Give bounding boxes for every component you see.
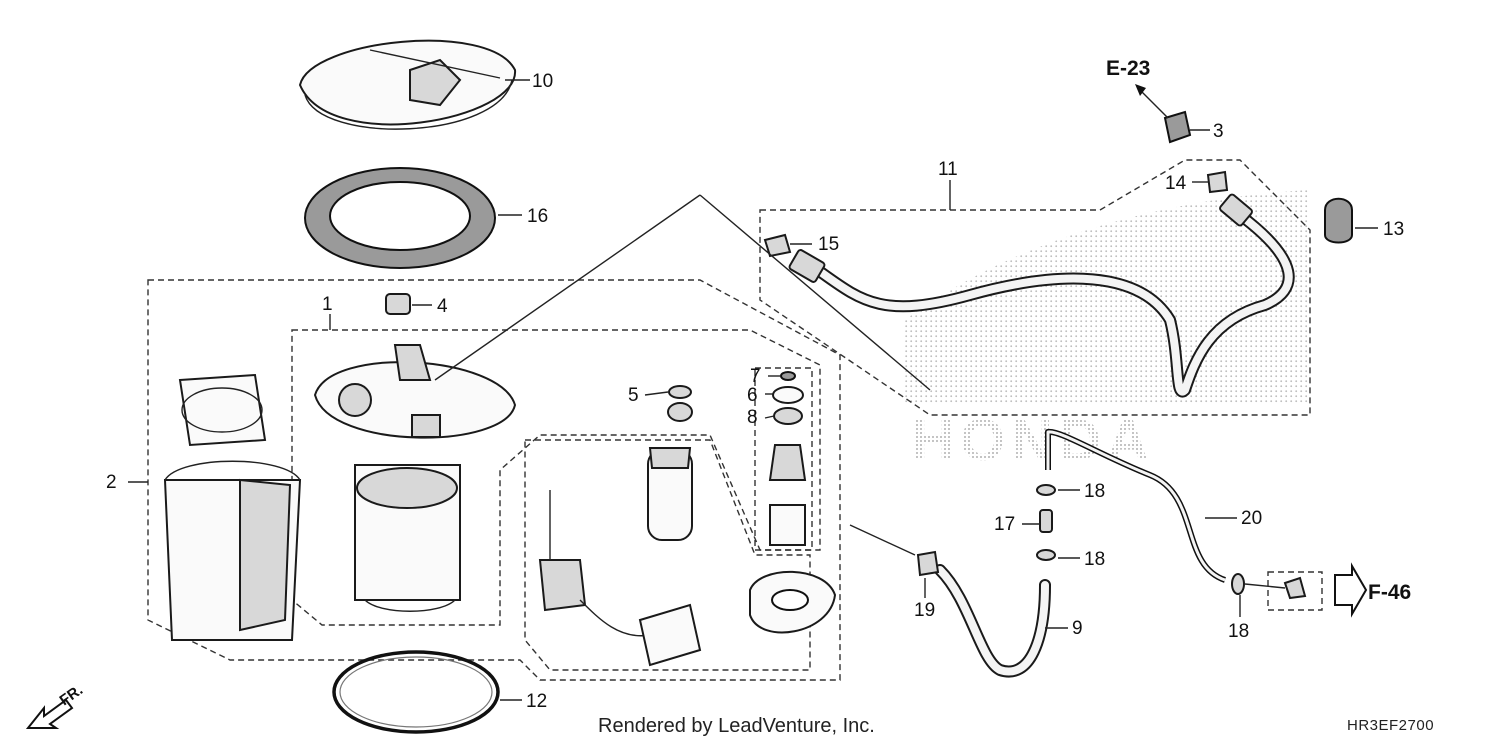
callout-11: 11 xyxy=(938,159,958,180)
callout-18-lower: 18 xyxy=(1084,549,1105,570)
callout-7: 7 xyxy=(750,366,761,387)
part-12-o-ring xyxy=(332,650,500,734)
ref-e23: E-23 xyxy=(1106,57,1150,80)
callout-6: 6 xyxy=(747,385,758,406)
part-10-tank-cover xyxy=(298,39,517,130)
callout-18-upper: 18 xyxy=(1084,481,1105,502)
part-20-tube xyxy=(1036,428,1307,600)
callout-labels: 1 2 3 4 5 6 7 8 9 10 11 12 13 14 15 16 1… xyxy=(106,71,1404,712)
front-direction: FR. xyxy=(25,681,86,729)
callout-5: 5 xyxy=(628,385,639,406)
part-9-return-hose xyxy=(916,550,1051,678)
part-11-fuel-hose xyxy=(788,193,1295,398)
callout-20: 20 xyxy=(1241,508,1262,529)
honda-watermark: HONDA xyxy=(905,190,1310,473)
ref-arrow-icon xyxy=(1334,562,1368,618)
callout-4: 4 xyxy=(437,296,448,317)
callout-14: 14 xyxy=(1165,173,1187,194)
callout-9: 9 xyxy=(1072,618,1083,639)
ref-f46: F-46 xyxy=(1368,581,1411,604)
callout-16: 16 xyxy=(527,206,548,227)
clips-and-clamps xyxy=(763,110,1353,258)
callout-13: 13 xyxy=(1383,219,1404,240)
part-16-set-ring xyxy=(304,167,496,269)
callout-3: 3 xyxy=(1213,121,1224,142)
leader-lines xyxy=(128,79,1378,701)
section-refs: E-23 F-46 xyxy=(1106,57,1411,618)
callout-19: 19 xyxy=(914,600,935,621)
front-arrow-icon xyxy=(25,698,74,729)
watermark-text: HONDA xyxy=(912,408,1155,473)
part-2-pump-holder xyxy=(163,373,302,641)
callout-17: 17 xyxy=(994,514,1015,535)
callout-1: 1 xyxy=(322,294,333,315)
part-1-fuel-pump-module xyxy=(313,344,517,612)
callout-10: 10 xyxy=(532,71,553,92)
callout-2: 2 xyxy=(106,472,117,493)
render-credit: Rendered by LeadVenture, Inc. xyxy=(598,715,875,737)
callout-18-right: 18 xyxy=(1228,621,1249,642)
part-4-cap xyxy=(385,293,411,315)
callout-15: 15 xyxy=(818,234,839,255)
small-seals xyxy=(667,371,807,546)
callout-8: 8 xyxy=(747,407,758,428)
callout-12: 12 xyxy=(526,691,547,712)
pump-components xyxy=(538,447,837,667)
diagram-code: HR3EF2700 xyxy=(1347,717,1434,734)
